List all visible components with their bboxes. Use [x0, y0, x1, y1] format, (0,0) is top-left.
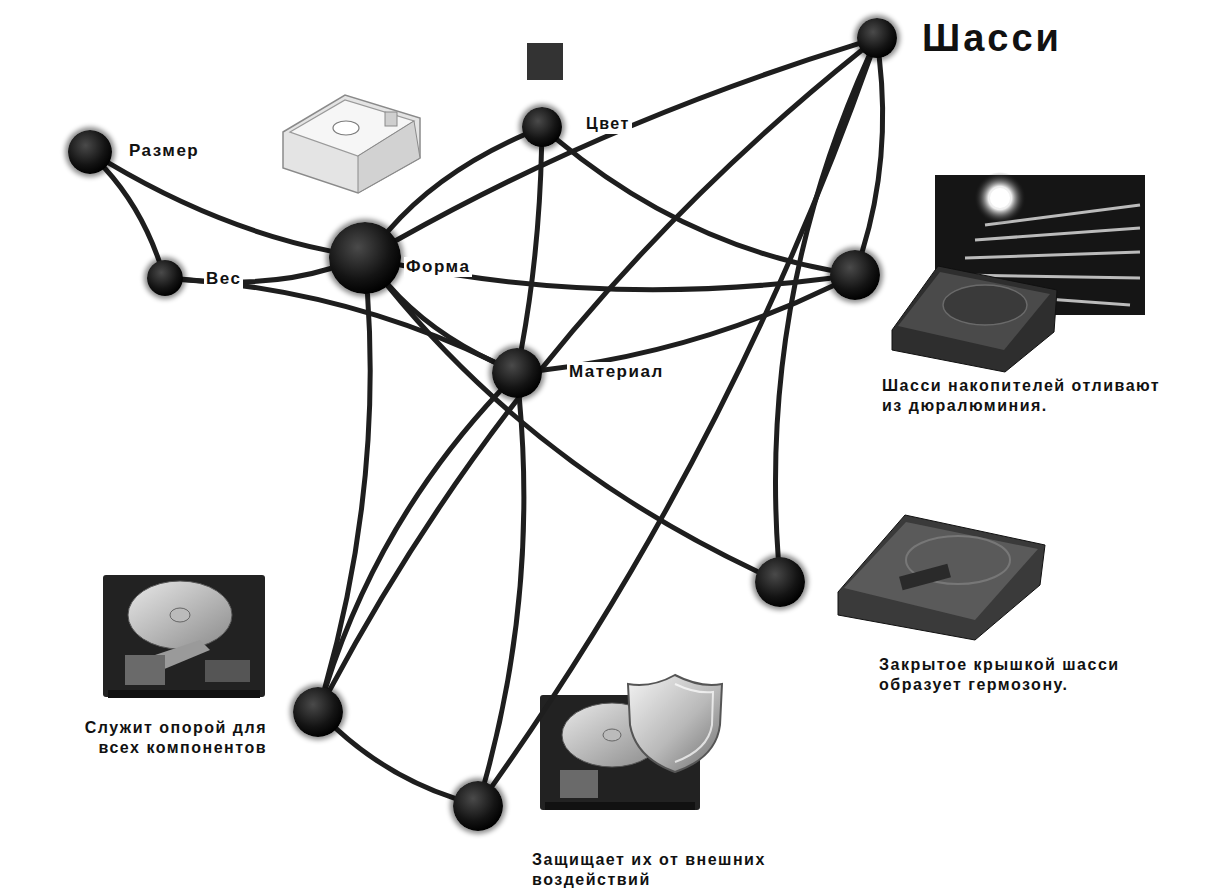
- node-ball: Шасси: [857, 18, 897, 58]
- caption-text: Защищает их от внешних воздействий: [530, 850, 834, 890]
- connector-line: [105, 168, 159, 261]
- connector-line: [396, 44, 858, 240]
- cast-chassis-icon: [892, 266, 1057, 372]
- connector-line: [330, 51, 862, 690]
- node-label: Размер: [127, 141, 201, 161]
- node-ball: Материал: [492, 348, 542, 398]
- node-ball: Шасси накопителей отливают из дюралюмини…: [830, 250, 880, 300]
- connector-line: [389, 285, 495, 362]
- color-swatch-icon: [527, 43, 563, 80]
- node-label: Цвет: [584, 114, 632, 134]
- caption-text: Служит опорой для всех компонентов: [50, 718, 269, 758]
- connector-line: [109, 163, 330, 251]
- connector-line: [183, 279, 495, 362]
- node-ball: Служит опорой для всех компонентов: [293, 687, 343, 737]
- node-label: Форма: [404, 257, 472, 277]
- connector-line: [326, 391, 500, 688]
- node-ball: Вес: [147, 260, 183, 296]
- connector-line: [493, 57, 871, 786]
- open-hdd-icon: [103, 575, 265, 698]
- node-ball: Защищает их от внешних воздействий: [453, 781, 503, 831]
- node-ball: Размер: [68, 130, 112, 174]
- caption-text: Шасси накопителей отливают из дюралюмини…: [880, 376, 1184, 416]
- connector-line: [522, 147, 542, 348]
- connector-line: [542, 286, 833, 370]
- node-label: Материал: [567, 362, 666, 382]
- chassis-outline-icon: [283, 95, 420, 193]
- connector-line: [336, 729, 454, 798]
- connector-line: [557, 140, 830, 270]
- node-ball: Закрытое крышкой шасси образует гермозон…: [755, 557, 805, 607]
- node-label: Шасси: [920, 16, 1064, 60]
- caption-text: Закрытое крышкой шасси образует гермозон…: [877, 655, 1201, 695]
- node-ball: Цвет: [522, 107, 562, 147]
- node-label: Вес: [204, 269, 243, 289]
- closed-hdd-icon: [838, 515, 1045, 640]
- connector-line: [862, 58, 882, 251]
- node-ball: Форма: [329, 222, 401, 294]
- protected-hdd-icon: [540, 675, 722, 810]
- connector-line: [485, 398, 524, 782]
